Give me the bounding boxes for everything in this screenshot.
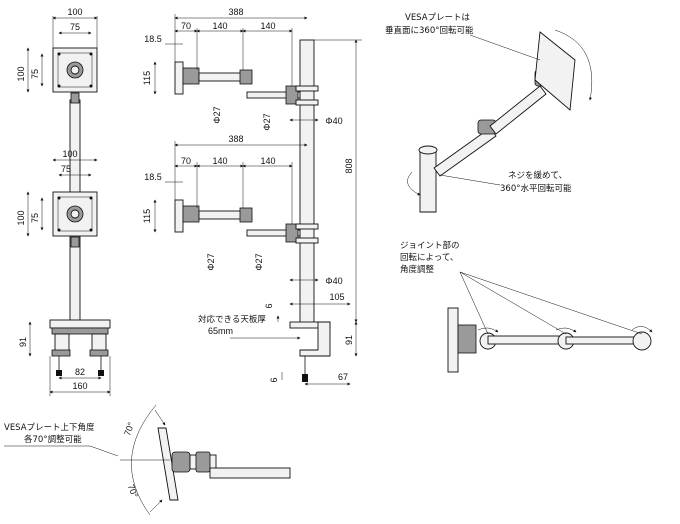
arm-mid (174, 199, 319, 244)
dim-total-width-top: 388 (228, 7, 243, 17)
dim-mid-width: 100 (62, 149, 77, 159)
dim-base-inner: 82 (75, 367, 85, 377)
dim-top-height: 100 (16, 66, 26, 81)
dim-mid-inner: 75 (61, 164, 71, 174)
tilt-down-angle: 70° (126, 483, 140, 500)
dim-height-top: 115 (142, 71, 152, 85)
dim-offset-top: 18.5 (144, 34, 162, 44)
note-screw-1: ネジを緩めて、 (508, 170, 567, 181)
vesa-plate-mid (52, 191, 98, 248)
dim-side-clamp-height: 91 (344, 335, 354, 345)
dim-seg1-mid: 70 (181, 156, 191, 166)
desk-thickness-label: 対応できる天板厚 (198, 314, 266, 325)
note-vesa-rotate-1: VESAプレートは (405, 13, 471, 23)
dim-pole-dia-top: Φ40 (325, 116, 342, 126)
dim-mid-height: 100 (16, 210, 26, 225)
dim-clamp-gap: 6 (264, 303, 274, 308)
note-joint-3: 角度調整 (400, 264, 435, 275)
top-view-joints: ジョイント部の 回転によって、 角度調整 (400, 240, 653, 373)
note-tilt-2: 各70°調整可能 (24, 434, 82, 445)
note-joint-1: ジョイント部の (400, 240, 460, 251)
dim-mid-height-inner: 75 (30, 213, 40, 223)
desk-clamp-side (289, 321, 331, 382)
front-view: 100 75 100 75 100 75 100 75 91 82 160 (16, 7, 111, 396)
dim-seg3-mid: 140 (260, 156, 275, 166)
dim-pole-dia-mid: Φ40 (325, 276, 342, 286)
dim-seg2-mid: 140 (212, 156, 227, 166)
dim-offset-mid: 18.5 (144, 172, 162, 182)
tilt-view: 70° 70° VESAプレート上下角度 各70°調整可能 (4, 404, 291, 516)
note-joint-2: 回転によって、 (400, 253, 458, 263)
dim-total-width-mid: 388 (228, 134, 243, 144)
dim-top-height-inner: 75 (30, 69, 40, 79)
dim-dia-arm2-top: Φ27 (262, 113, 272, 130)
dim-seg3-top: 140 (260, 21, 275, 31)
dim-base-width: 160 (72, 381, 87, 391)
dim-base-depth: 67 (338, 372, 348, 382)
note-vesa-rotate-2: 垂直面に360°回転可能 (385, 25, 474, 36)
desk-clamp-front (49, 319, 111, 376)
tilt-up-angle: 70° (122, 420, 136, 437)
dim-pole-height: 808 (344, 158, 354, 173)
dim-bottom-offset: 6 (269, 377, 279, 382)
vesa-plate-top (52, 47, 98, 104)
dim-top-width: 100 (67, 7, 82, 17)
dim-dia-arm1-mid: Φ27 (206, 253, 216, 270)
isometric-view: VESAプレートは 垂直面に360°回転可能 ネジを緩めて、 360°水平回転可… (385, 13, 593, 213)
note-screw-2: 360°水平回転可能 (500, 183, 572, 194)
desk-thickness-value: 65mm (208, 326, 233, 336)
dim-dia-arm1-top: Φ27 (212, 106, 222, 123)
side-view: 388 70 140 140 18.5 115 Φ27 Φ27 Φ40 388 … (142, 7, 362, 386)
dim-dia-arm2-mid: Φ27 (254, 253, 264, 270)
dim-seg2-top: 140 (212, 21, 227, 31)
arm-top (174, 61, 319, 106)
dim-seg1-top: 70 (181, 21, 191, 31)
dim-front-clamp-height: 91 (18, 337, 28, 347)
dim-clamp-width: 105 (329, 292, 344, 302)
dim-top-inner: 75 (70, 22, 80, 32)
note-tilt-1: VESAプレート上下角度 (4, 422, 95, 433)
dim-height-mid: 115 (142, 209, 152, 223)
